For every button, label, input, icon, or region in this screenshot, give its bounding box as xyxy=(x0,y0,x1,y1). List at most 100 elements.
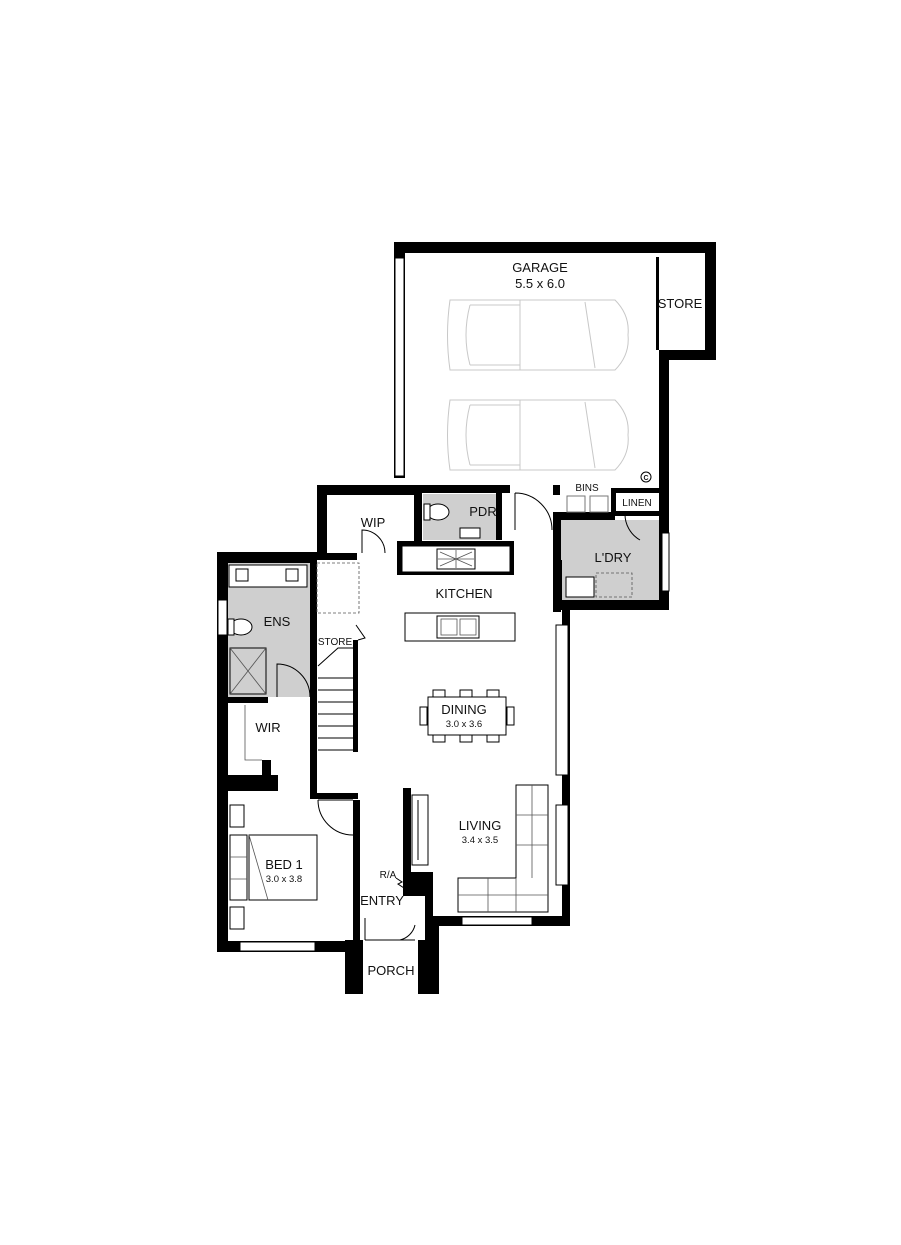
hot-water-label: C xyxy=(643,475,648,482)
living-left-wall xyxy=(403,788,411,876)
dining-table xyxy=(427,696,507,736)
stair-icon xyxy=(317,647,353,751)
wir-fixtures xyxy=(244,705,262,761)
doors xyxy=(276,492,657,941)
kitchen-label: KITCHEN xyxy=(435,586,492,601)
stair-store-label: STORE xyxy=(318,637,353,648)
door-swing-icon xyxy=(624,512,657,541)
porch-right-wall xyxy=(418,940,439,994)
porch-label: PORCH xyxy=(368,963,415,978)
room-labels: GARAGE 5.5 x 6.0 STORE BINS LINEN WIP PD… xyxy=(255,260,702,978)
dining-chair xyxy=(432,689,446,698)
dining-chair xyxy=(459,734,473,743)
bedside-table xyxy=(229,906,245,930)
store-partition xyxy=(656,257,659,350)
door-swing-icon xyxy=(317,799,354,836)
laundry-bench xyxy=(595,572,633,598)
wing-wall-left xyxy=(217,552,228,952)
laundry-window xyxy=(661,532,670,592)
door-swing-icon xyxy=(514,492,553,531)
ens-bottom-wall xyxy=(228,697,268,703)
door-swing-icon xyxy=(276,663,311,698)
bed-window xyxy=(239,941,316,952)
ra-arrow-icon xyxy=(395,877,405,889)
ensuite-label: ENS xyxy=(264,614,291,629)
kitchen-fixtures xyxy=(401,545,516,642)
ensuite-window xyxy=(217,599,228,636)
garage-size: 5.5 x 6.0 xyxy=(515,276,565,291)
ensuite-fixtures xyxy=(227,564,308,695)
sink-icon xyxy=(285,568,299,582)
garage-rear-wall-a xyxy=(319,485,414,495)
dining-chair xyxy=(506,706,515,726)
dining-chair xyxy=(486,734,500,743)
ens-right-wall xyxy=(310,560,317,797)
wip-bottom-wall xyxy=(317,553,357,560)
living-fixtures xyxy=(411,784,549,913)
pdr-fixtures xyxy=(423,503,481,539)
bedside-table xyxy=(229,804,245,828)
laundry-label: L'DRY xyxy=(595,550,632,565)
under-stair-store xyxy=(316,562,360,614)
garage-rear-wall-b xyxy=(414,485,510,493)
bin-icon xyxy=(566,495,586,513)
sink-icon xyxy=(565,576,595,598)
dining-table-icon xyxy=(419,689,515,743)
shower-icon xyxy=(229,647,267,695)
garage-store-label: STORE xyxy=(658,296,703,311)
stair xyxy=(316,562,360,751)
sink-icon xyxy=(459,618,477,636)
bin-icon xyxy=(589,495,609,513)
garage-wall-right-lower xyxy=(659,350,669,610)
linen-box-left xyxy=(611,488,616,516)
sink-icon xyxy=(436,615,480,639)
car-icon xyxy=(447,399,629,471)
living-rear-window xyxy=(461,916,533,926)
wir-label: WIR xyxy=(255,720,280,735)
door-swing-icon xyxy=(355,624,366,641)
living-left-lower xyxy=(425,872,433,942)
bins-label: BINS xyxy=(575,483,599,494)
linen-box-top xyxy=(611,488,663,493)
bed1-size: 3.0 x 3.8 xyxy=(266,874,302,885)
laundry-wall-top xyxy=(553,512,615,520)
bed-cover xyxy=(248,834,269,901)
ra-label: R/A xyxy=(380,870,397,881)
dining-chair xyxy=(432,734,446,743)
living-label: LIVING xyxy=(459,818,502,833)
dining-size: 3.0 x 3.6 xyxy=(446,719,482,730)
pdr-right-wall xyxy=(496,493,502,540)
wip-wall-left xyxy=(317,485,327,560)
bed-icon xyxy=(229,804,318,930)
wir-shelf xyxy=(244,705,262,761)
wing-wall-top xyxy=(217,552,317,563)
living-side-window-upper xyxy=(555,624,569,776)
tv-unit xyxy=(411,794,429,866)
windows xyxy=(217,257,670,952)
dining-chair xyxy=(459,689,473,698)
toilet-icon xyxy=(227,618,235,636)
dining-label: DINING xyxy=(441,702,487,717)
garage-store-bottom xyxy=(659,350,716,360)
bed-pillow-rail xyxy=(230,856,247,880)
bed-frame xyxy=(248,834,318,901)
kitchen-right-wall xyxy=(553,560,562,610)
garage-rear-wall-c xyxy=(553,485,560,495)
shower-icon xyxy=(229,647,267,695)
bed-pillow-rail xyxy=(229,834,248,901)
cooktop-icon xyxy=(438,550,474,568)
sink-icon xyxy=(440,618,458,636)
stair-right-wall xyxy=(353,640,358,752)
garage-wall-top xyxy=(394,242,716,253)
living-side-window-lower xyxy=(555,804,569,886)
entry-label: ENTRY xyxy=(360,893,404,908)
door-swing-icon xyxy=(361,529,386,554)
wip-label: WIP xyxy=(361,515,386,530)
wir-stub xyxy=(262,760,271,780)
laundry-fixtures xyxy=(565,572,633,598)
laundry-wall-bottom xyxy=(553,600,669,610)
sofa-icon xyxy=(457,784,549,913)
toilet-icon xyxy=(423,503,431,521)
dining-chair xyxy=(486,689,500,698)
